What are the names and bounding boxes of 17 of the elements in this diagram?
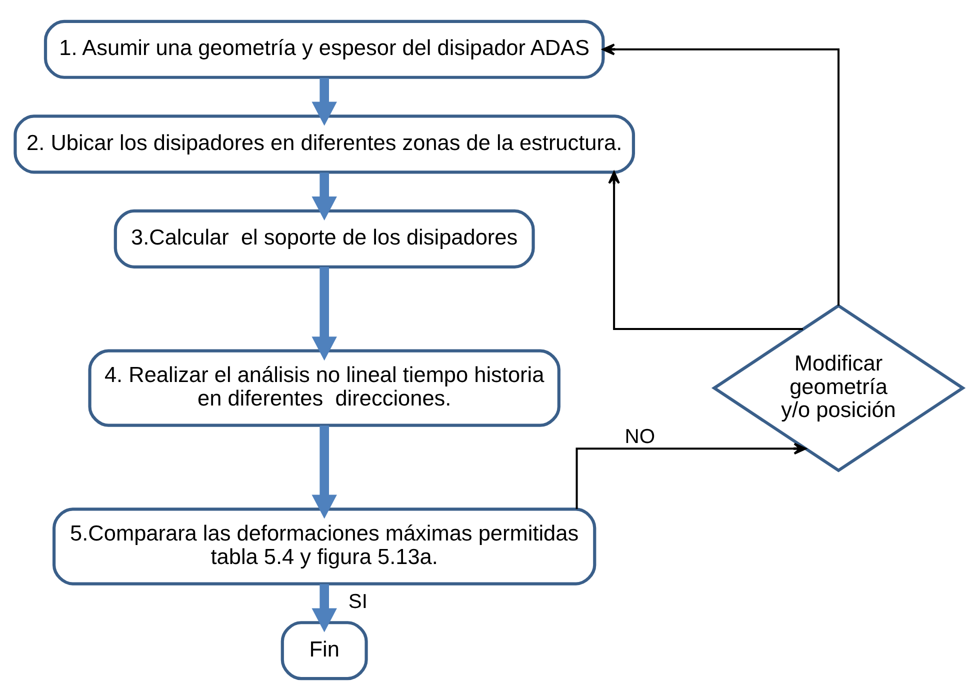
node-box: 3.Calcular el soporte de los disipadores bbox=[113, 209, 534, 268]
arrow bbox=[311, 172, 336, 221]
node-box: Fin bbox=[280, 621, 368, 680]
edge-label: NO bbox=[624, 426, 655, 448]
arrow bbox=[602, 44, 840, 306]
arrow bbox=[575, 442, 806, 509]
node-box: 1. Asumir una geometría y espesor del disipador ADAS bbox=[43, 20, 604, 79]
node-box: 2. Ubicar los disipadores en diferentes zonas de la estructura. bbox=[13, 114, 635, 174]
node-box: 4. Realizar el análisis no lineal tiempo historia en diferentes direcciones. bbox=[88, 349, 560, 427]
node-diamond: Modificar geometría y/o posición bbox=[710, 304, 966, 472]
arrow bbox=[311, 266, 336, 361]
arrow bbox=[608, 171, 802, 330]
edge-label: SI bbox=[348, 591, 368, 614]
arrow bbox=[311, 584, 336, 632]
arrow bbox=[311, 78, 336, 126]
node-box: 5.Comparara las deformaciones máximas permitidas tabla 5.4 y figura 5.13a. bbox=[52, 508, 596, 586]
arrow bbox=[311, 426, 336, 519]
